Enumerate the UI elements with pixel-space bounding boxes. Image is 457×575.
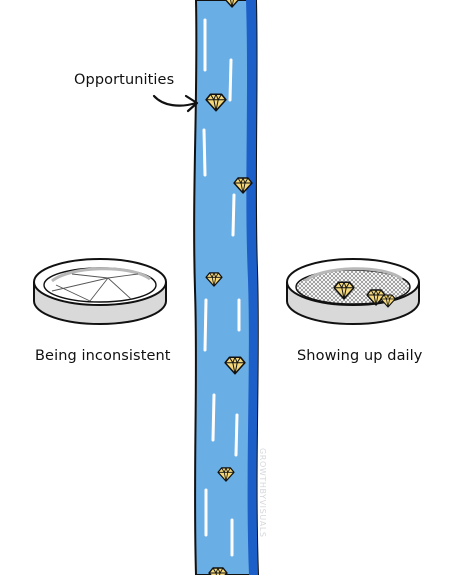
watermark: GROWTHBYVISUALS [258,448,267,538]
sieve-icon [286,258,420,325]
showing-up-daily-label: Showing up daily [297,348,423,364]
sieve-icon [33,258,167,325]
opportunities-label: Opportunities [74,72,175,88]
being-inconsistent-label: Being inconsistent [35,348,171,364]
gem-icon [208,567,228,575]
curved-arrow-icon [152,94,199,113]
river [193,0,260,575]
